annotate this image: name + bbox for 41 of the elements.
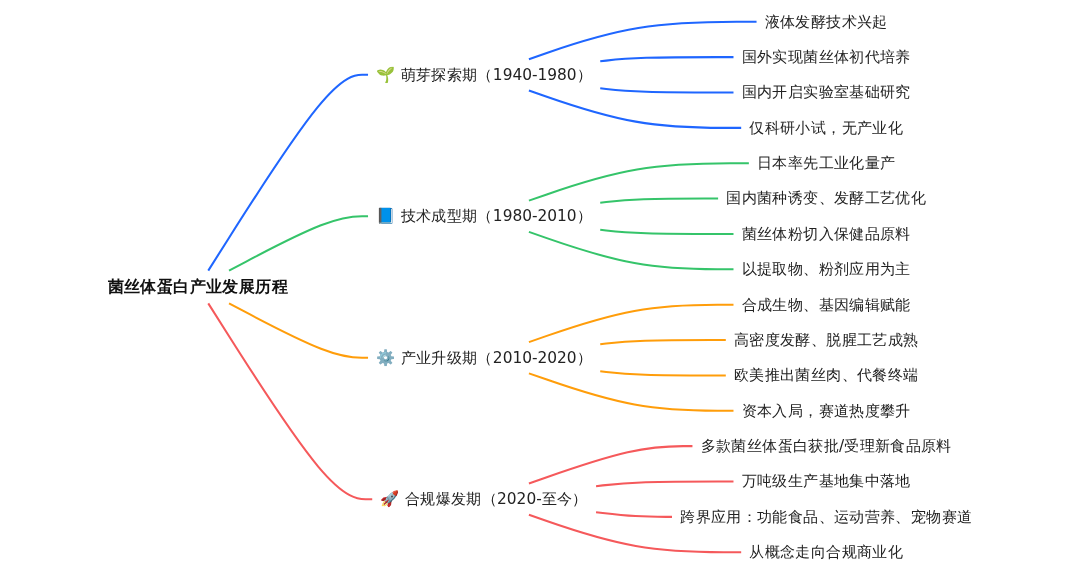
node-text: 菌丝体粉切入保健品原料 xyxy=(741,224,911,243)
node-text: 欧美推出菌丝肉、代餐终端 xyxy=(734,365,919,385)
node-text: 高密度发酵、脱腥工艺成熟 xyxy=(734,330,919,350)
node-text: 🚀 合规爆发期（2020-至今） xyxy=(380,489,588,509)
node-text: 以提取物、粉剂应用为主 xyxy=(741,259,911,279)
connector xyxy=(528,513,742,554)
node-text: 万吨级生产基地集中落地 xyxy=(741,472,911,491)
connector xyxy=(595,480,734,488)
connector xyxy=(528,445,693,485)
connector xyxy=(595,511,672,518)
node-text: 菌丝体蛋白产业发展历程 xyxy=(107,276,289,297)
node-text: 合成生物、基因编辑赋能 xyxy=(741,295,911,314)
node-text: 液体发酵技术兴起 xyxy=(764,12,888,31)
connector xyxy=(600,197,719,204)
connector xyxy=(228,302,369,359)
connector xyxy=(600,56,734,63)
connector xyxy=(600,228,734,235)
connector xyxy=(528,89,742,129)
node-text: 🌱 萌芽探索期（1940-1980） xyxy=(376,65,593,84)
connector xyxy=(528,20,757,61)
node-text: 从概念走向合规商业化 xyxy=(749,542,904,562)
node-text: 跨界应用：功能食品、运动营养、宠物赛道 xyxy=(680,507,973,526)
node-text: 📘 技术成型期（1980-2010） xyxy=(376,206,593,226)
connector xyxy=(228,215,369,272)
connector xyxy=(207,302,373,501)
connector xyxy=(600,339,726,346)
connector xyxy=(528,303,734,344)
connector xyxy=(528,162,749,202)
node-text: 国内菌种诱变、发酵工艺优化 xyxy=(726,189,927,208)
node-text: 国内开启实验室基础研究 xyxy=(741,83,911,102)
node-text: 日本率先工业化量产 xyxy=(757,153,896,173)
connector xyxy=(207,73,369,272)
connector xyxy=(600,87,734,94)
node-text: 仅科研小试，无产业化 xyxy=(749,118,904,137)
connector xyxy=(600,370,726,377)
connector xyxy=(528,230,734,271)
node-text: 资本入局，赛道热度攀升 xyxy=(741,401,911,420)
node-text: 多款菌丝体蛋白获批/受理新食品原料 xyxy=(700,436,952,456)
node-text: 国外实现菌丝体初代培养 xyxy=(741,47,911,67)
node-text: ⚙ 产业升级期（2010-2020） xyxy=(376,348,593,367)
connector xyxy=(528,372,734,412)
